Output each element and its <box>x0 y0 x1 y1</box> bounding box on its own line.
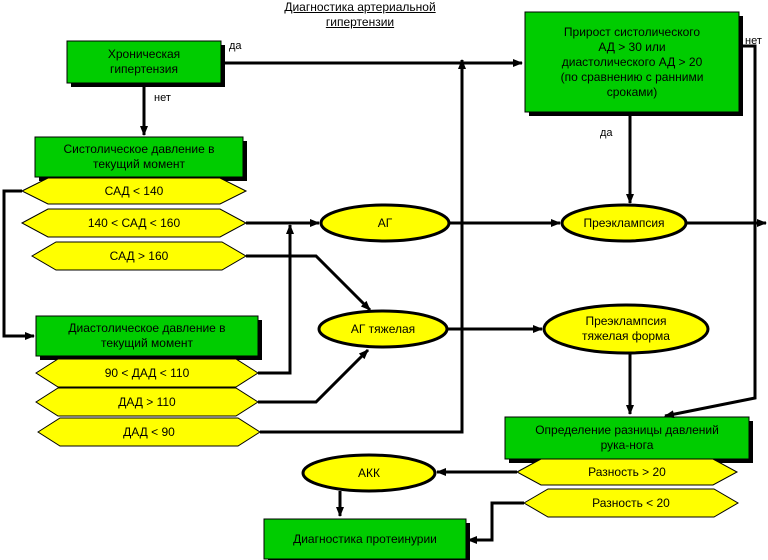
box-proteinuria <box>263 518 470 560</box>
hex-dad1 <box>35 358 259 388</box>
connectors <box>2 44 767 544</box>
hex-sad1 <box>20 177 248 205</box>
box-armleg <box>504 416 753 463</box>
oval-ag <box>319 203 451 243</box>
hex-sad3 <box>31 241 247 271</box>
oval-preeclampsia <box>560 203 688 243</box>
box-diastolic <box>35 315 262 360</box>
hex-dad2 <box>35 387 259 417</box>
hex-dad3 <box>37 417 261 447</box>
box-systolic <box>34 136 247 181</box>
box-increase <box>524 11 743 116</box>
box-chronic <box>66 40 225 87</box>
hex-diff2 <box>523 488 739 518</box>
oval-ag-severe <box>317 309 449 349</box>
hex-sad2 <box>20 208 248 238</box>
diagram-title: Диагностика артериальной гипертензии <box>284 0 436 29</box>
hex-diff1 <box>515 458 739 486</box>
oval-preeclampsia-severe <box>542 303 710 355</box>
oval-akk <box>301 453 437 493</box>
